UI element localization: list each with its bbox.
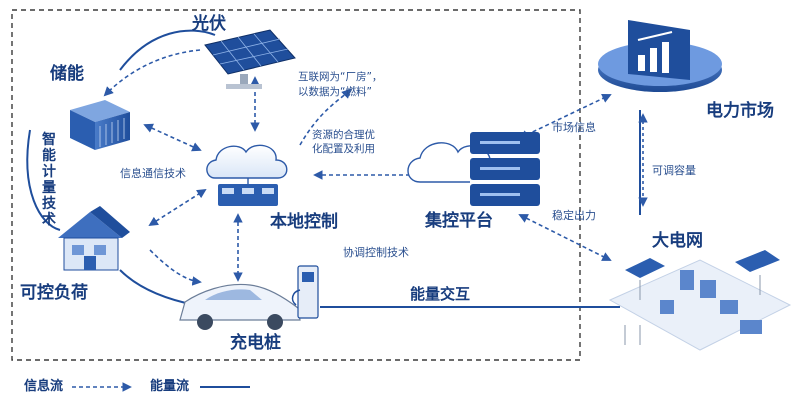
note-internet-1: 互联网为“厂房”， — [298, 71, 383, 83]
label-local-control: 本地控制 — [270, 212, 338, 232]
note-adjustable-capacity: 可调容量 — [652, 164, 696, 177]
info-arrow-load-local — [148, 188, 207, 227]
label-central-platform: 集控平台 — [425, 211, 493, 231]
note-internet-2: 以数据为“燃料” — [298, 86, 372, 98]
info-arrow-solar-storage — [103, 49, 201, 97]
label-charging-pile: 充电桩 — [230, 333, 281, 353]
label-solar: 光伏 — [192, 14, 226, 34]
energy-line-storage-load — [26, 129, 61, 231]
note-info-comm-tech: 信息通信技术 — [120, 167, 186, 180]
energy-line-load-ev — [119, 269, 196, 306]
note-coordinated-control: 协调控制技术 — [343, 246, 409, 259]
storage-cabinet-icon — [70, 100, 130, 150]
label-storage: 储能 — [50, 64, 84, 84]
local-control-cloud-icon — [206, 144, 288, 206]
solar-panel-icon — [204, 29, 296, 89]
note-resource-2: 化配置及利用 — [312, 143, 375, 155]
info-arrow-central-market — [518, 93, 612, 140]
charging-pile-icon — [291, 265, 319, 319]
note-market-info: 市场信息 — [552, 121, 596, 134]
info-arrow-central-grid — [518, 214, 612, 261]
grid-city-icon — [608, 250, 792, 351]
note-resource-1: 资源的合理优 — [312, 129, 375, 141]
legend-info-flow: 信息流 — [24, 379, 64, 394]
note-energy-interaction: 能量交互 — [410, 285, 471, 303]
label-controllable-load: 可控负荷 — [20, 283, 88, 303]
label-power-market: 电力市场 — [706, 101, 774, 121]
info-arrow-cloud-internet — [299, 88, 352, 146]
central-platform-icon — [407, 132, 540, 206]
house-icon — [58, 206, 130, 271]
label-smart-meter: 智能计量技术 — [42, 132, 56, 228]
boundary-frame — [11, 9, 581, 361]
info-arrow-storage-local — [143, 123, 202, 152]
electric-car-icon — [179, 283, 301, 330]
label-grid: 大电网 — [652, 231, 703, 251]
info-arrow-load-ev — [149, 249, 202, 286]
legend-energy-flow: 能量流 — [150, 379, 190, 394]
note-stable-output: 稳定出力 — [552, 209, 596, 222]
energy-line-storage-solar — [119, 29, 216, 71]
power-market-icon — [598, 20, 722, 92]
